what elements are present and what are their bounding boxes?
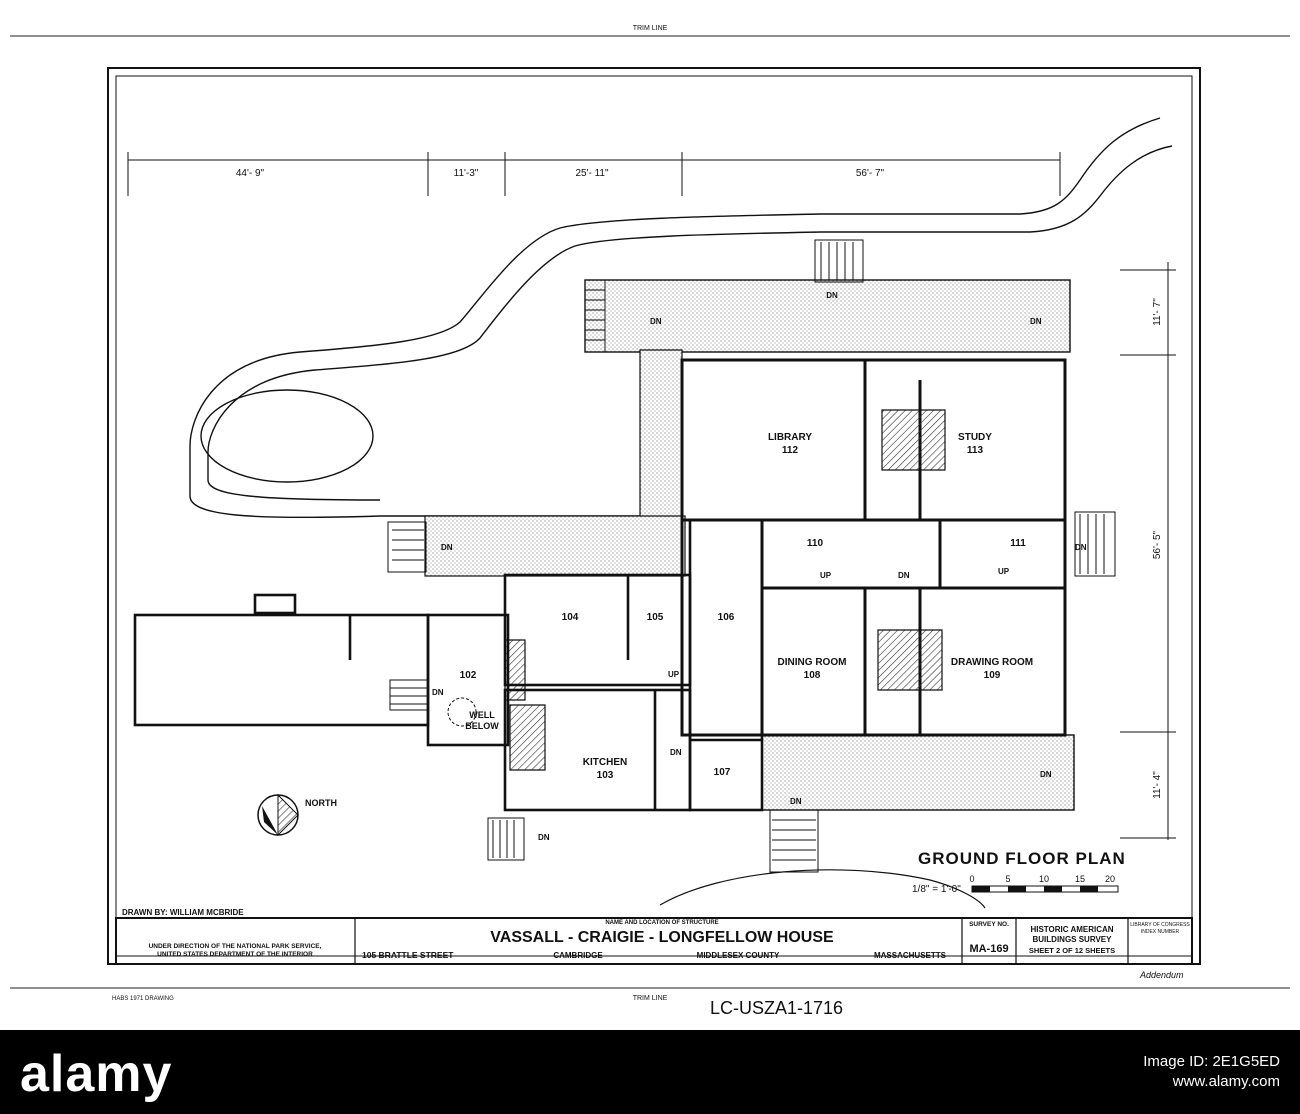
dn-marker: DN — [538, 833, 550, 842]
room-study: STUDY — [958, 432, 992, 443]
dim-56-7: 56'- 7" — [856, 168, 885, 179]
front-walk — [659, 869, 986, 909]
stock-logo: alamy — [20, 1045, 173, 1103]
under-direction-1: UNDER DIRECTION OF THE NATIONAL PARK SER… — [149, 943, 322, 950]
under-direction-2: UNITED STATES DEPARTMENT OF THE INTERIOR — [157, 951, 313, 958]
county: MIDDLESEX COUNTY — [697, 951, 780, 960]
habs-2: BUILDINGS SURVEY — [1033, 935, 1113, 944]
dn-marker: DN — [1040, 770, 1052, 779]
north-arrow-icon — [257, 793, 299, 837]
stock-info: Image ID: 2E1G5ED www.alamy.com — [1143, 1052, 1280, 1092]
dn-marker: DN — [826, 291, 838, 300]
lc-label-2: INDEX NUMBER — [1141, 929, 1180, 935]
right-dimension-line — [1120, 262, 1176, 840]
dn-marker: DN — [650, 317, 662, 326]
room-kitchen-no: 103 — [597, 770, 614, 781]
dim-44-9: 44'- 9" — [236, 168, 265, 179]
image-id: Image ID: 2E1G5ED — [1143, 1053, 1280, 1070]
room-study-no: 113 — [967, 445, 984, 456]
room-dining-no: 108 — [804, 670, 821, 681]
room-110: 110 — [807, 538, 824, 549]
room-105: 105 — [647, 612, 664, 623]
scale-tick-15: 15 — [1075, 874, 1085, 884]
steps — [387, 239, 1116, 873]
scale-tick-10: 10 — [1039, 874, 1049, 884]
bottom-left-note: HABS 1971 DRAWING — [112, 996, 174, 1002]
room-dining: DINING ROOM — [778, 657, 847, 668]
stair-markers: DN DN DN DN DN DN DN DN DN DN DN UP UP U… — [432, 291, 1087, 842]
room-107: 107 — [714, 767, 731, 778]
room-drawing-no: 109 — [984, 670, 1001, 681]
room-102: 102 — [460, 670, 477, 681]
name-location-label: NAME AND LOCATION OF STRUCTURE — [605, 920, 718, 926]
room-labels: LIBRARY 112 STUDY 113 110 111 104 105 10… — [460, 432, 1033, 781]
sheet-number: SHEET 2 OF 12 SHEETS — [1029, 946, 1115, 955]
dn-marker: DN — [898, 571, 910, 580]
dn-marker: DN — [670, 748, 682, 757]
room-106: 106 — [718, 612, 735, 623]
addendum-note: Addendum — [1139, 970, 1184, 980]
scale-tick-5: 5 — [1005, 874, 1010, 884]
service-wing-walls — [133, 518, 764, 812]
north-label: NORTH — [305, 798, 337, 808]
stock-footer: alamy Image ID: 2E1G5ED www.alamy.com — [0, 1030, 1300, 1114]
top-dimension-line — [127, 152, 1061, 196]
dim-11-3: 11'-3" — [454, 168, 479, 179]
well-circle — [447, 697, 477, 727]
well-label-1: WELL — [469, 710, 495, 720]
dn-marker: DN — [1030, 317, 1042, 326]
room-104: 104 — [562, 612, 579, 623]
scale-bar — [971, 885, 1119, 893]
drawn-by: DRAWN BY: WILLIAM MCBRIDE — [122, 908, 244, 917]
room-kitchen: KITCHEN — [583, 757, 627, 768]
scale-tick-20: 20 — [1105, 874, 1115, 884]
trim-line-top: TRIM LINE — [633, 25, 668, 32]
dn-marker: DN — [1075, 543, 1087, 552]
city: CAMBRIDGE — [553, 951, 603, 960]
well-label-2: BELOW — [465, 721, 499, 731]
dim-11-7: 11'- 7" — [1152, 298, 1163, 326]
chimneys — [504, 409, 946, 771]
up-marker: UP — [820, 571, 832, 580]
dim-25-11: 25'- 11" — [575, 168, 609, 179]
dim-11-4: 11'- 4" — [1152, 771, 1163, 799]
room-drawing: DRAWING ROOM — [951, 657, 1033, 668]
dn-marker: DN — [441, 543, 453, 552]
state: MASSACHUSETTS — [874, 951, 947, 960]
stock-site: www.alamy.com — [1172, 1073, 1280, 1090]
room-library-no: 112 — [782, 445, 799, 456]
dn-marker: DN — [432, 688, 444, 697]
house-name: VASSALL - CRAIGIE - LONGFELLOW HOUSE — [490, 929, 834, 946]
dn-marker: DN — [790, 797, 802, 806]
up-marker: UP — [668, 670, 680, 679]
title-block — [115, 917, 1193, 965]
lc-label-1: LIBRARY OF CONGRESS — [1130, 922, 1190, 928]
lc-number: LC-USZA1-1716 — [710, 998, 843, 1018]
up-marker: UP — [998, 567, 1010, 576]
survey-no: MA-169 — [969, 943, 1008, 955]
room-library: LIBRARY — [768, 432, 812, 443]
trim-line-bottom: TRIM LINE — [633, 995, 668, 1002]
scale-tick-0: 0 — [969, 874, 974, 884]
room-111: 111 — [1010, 538, 1026, 549]
plan-title: GROUND FLOOR PLAN — [918, 849, 1126, 868]
driveway — [189, 117, 1173, 519]
habs-1: HISTORIC AMERICAN — [1030, 925, 1113, 934]
street: 105 BRATTLE STREET — [362, 950, 454, 960]
scale-label: 1/8" = 1'-0" — [912, 884, 961, 895]
survey-no-label: SURVEY NO. — [969, 921, 1009, 928]
dim-56-5: 56'- 5" — [1152, 530, 1163, 559]
